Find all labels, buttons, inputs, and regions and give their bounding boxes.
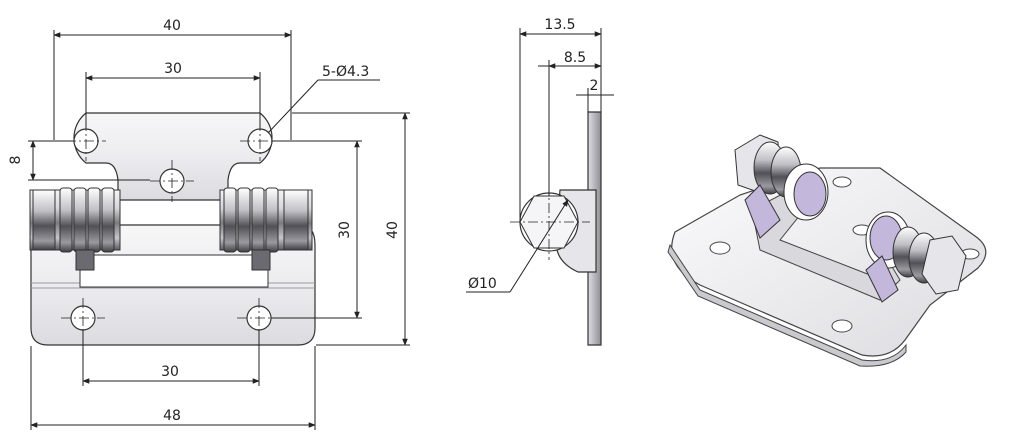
iso-base-edge: [667, 243, 907, 367]
dim-30-vertical-label: 30: [337, 221, 353, 239]
dim-8-label: 8: [8, 156, 24, 165]
dim-front-pitch-bottom: 30: [82, 330, 260, 386]
isometric-view: [667, 134, 987, 367]
dim-front-top-width: 40: [53, 18, 292, 140]
dim-side-thickness: 2: [576, 78, 614, 112]
dim-front-bottom-width: 48: [30, 346, 316, 430]
dim-2-label: 2: [590, 78, 599, 94]
dim-13-5-label: 13.5: [544, 17, 575, 33]
dim-30-bottom-label: 30: [161, 364, 179, 380]
right-knuckle: [219, 187, 313, 271]
iso-left-knuckle: [734, 134, 829, 239]
dim-hole-callout: 5-Ø4.3: [267, 64, 380, 134]
hole-callout-label: 5-Ø4.3: [322, 64, 369, 80]
front-view: 40 30 5-Ø4.3 8 30: [8, 18, 410, 430]
iso-hole-1: [709, 241, 731, 255]
dim-front-left-offset: 8: [8, 140, 150, 181]
iso-right-knuckle: [865, 211, 967, 303]
dim-40-top-label: 40: [163, 18, 181, 34]
dim-front-vertical-inner: 30: [271, 140, 362, 319]
dim-front-pitch-top: 30: [85, 61, 261, 128]
left-knuckle: [29, 187, 121, 271]
dim-48-label: 48: [163, 408, 181, 424]
dim-40-vertical-label: 40: [385, 221, 401, 239]
dim-side-middle: 8.5: [538, 50, 602, 196]
dim-diameter-label: Ø10: [468, 276, 497, 292]
side-view: 13.5 8.5 2 Ø10: [466, 17, 614, 346]
iso-hole-2: [831, 319, 853, 333]
dim-side-diameter: Ø10: [466, 199, 569, 293]
dim-front-vertical-overall: 40: [292, 112, 410, 346]
iso-hole-3: [832, 176, 852, 188]
front-leaf-slot: [79, 254, 269, 288]
dim-8-5-label: 8.5: [564, 50, 586, 66]
dim-side-overall: 13.5: [519, 17, 602, 222]
dim-30-top-label: 30: [164, 61, 182, 77]
